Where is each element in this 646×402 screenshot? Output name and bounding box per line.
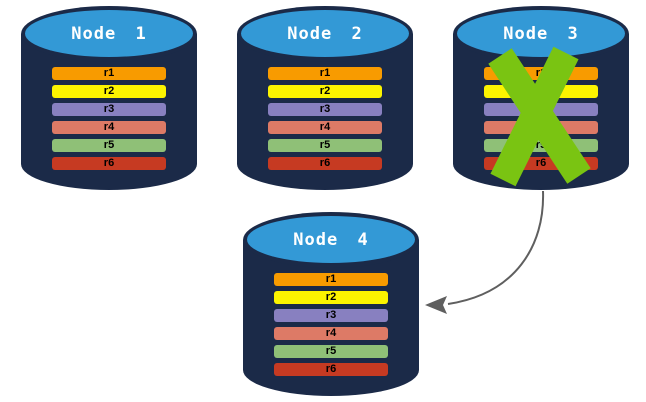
replica-row-r1: r1	[484, 67, 598, 80]
replica-row-r2: r2	[274, 291, 388, 304]
replica-rows: r1 r2 r3 r4 r5 r6	[52, 67, 166, 175]
node-title: Node 2	[287, 24, 363, 44]
node-1-cylinder: Node 1 r1 r2 r3 r4 r5 r6	[21, 6, 197, 190]
node-4-cylinder: Node 4 r1 r2 r3 r4 r5 r6	[243, 212, 419, 396]
replica-row-r3: r3	[52, 103, 166, 116]
replica-row-r3: r3	[274, 309, 388, 322]
replica-row-r5: r5	[268, 139, 382, 152]
replica-row-r5: r5	[484, 139, 598, 152]
node-title: Node 4	[293, 230, 369, 250]
replica-row-r4: r4	[274, 327, 388, 340]
replica-row-r1: r1	[52, 67, 166, 80]
replication-arrowhead-icon	[425, 296, 447, 314]
replica-row-r1: r1	[274, 273, 388, 286]
replica-row-r5: r5	[52, 139, 166, 152]
replica-row-r3: r3	[268, 103, 382, 116]
replica-row-r5: r5	[274, 345, 388, 358]
cylinder-top-face	[247, 216, 415, 263]
node-3-cylinder: Node 3 r1 r2 r3 r4 r5 r6	[453, 6, 629, 190]
replica-rows: r1 r2 r3 r4 r5 r6	[484, 67, 598, 175]
replica-row-r2: r2	[268, 85, 382, 98]
replica-rows: r1 r2 r3 r4 r5 r6	[268, 67, 382, 175]
replica-row-r4: r4	[268, 121, 382, 134]
replica-row-r6: r6	[484, 157, 598, 170]
replica-row-r6: r6	[274, 363, 388, 376]
replica-row-r2: r2	[52, 85, 166, 98]
replica-row-r4: r4	[52, 121, 166, 134]
replica-row-r1: r1	[268, 67, 382, 80]
replica-rows: r1 r2 r3 r4 r5 r6	[274, 273, 388, 381]
node-title: Node 3	[503, 24, 579, 44]
node-2-cylinder: Node 2 r1 r2 r3 r4 r5 r6	[237, 6, 413, 190]
replica-row-r6: r6	[268, 157, 382, 170]
replica-row-r6: r6	[52, 157, 166, 170]
cylinder-top-face	[25, 10, 193, 57]
replica-row-r4: r4	[484, 121, 598, 134]
replica-row-r2: r2	[484, 85, 598, 98]
cylinder-top-face	[241, 10, 409, 57]
replica-row-r3: r3	[484, 103, 598, 116]
node-title: Node 1	[71, 24, 147, 44]
replication-arrow	[447, 190, 545, 305]
